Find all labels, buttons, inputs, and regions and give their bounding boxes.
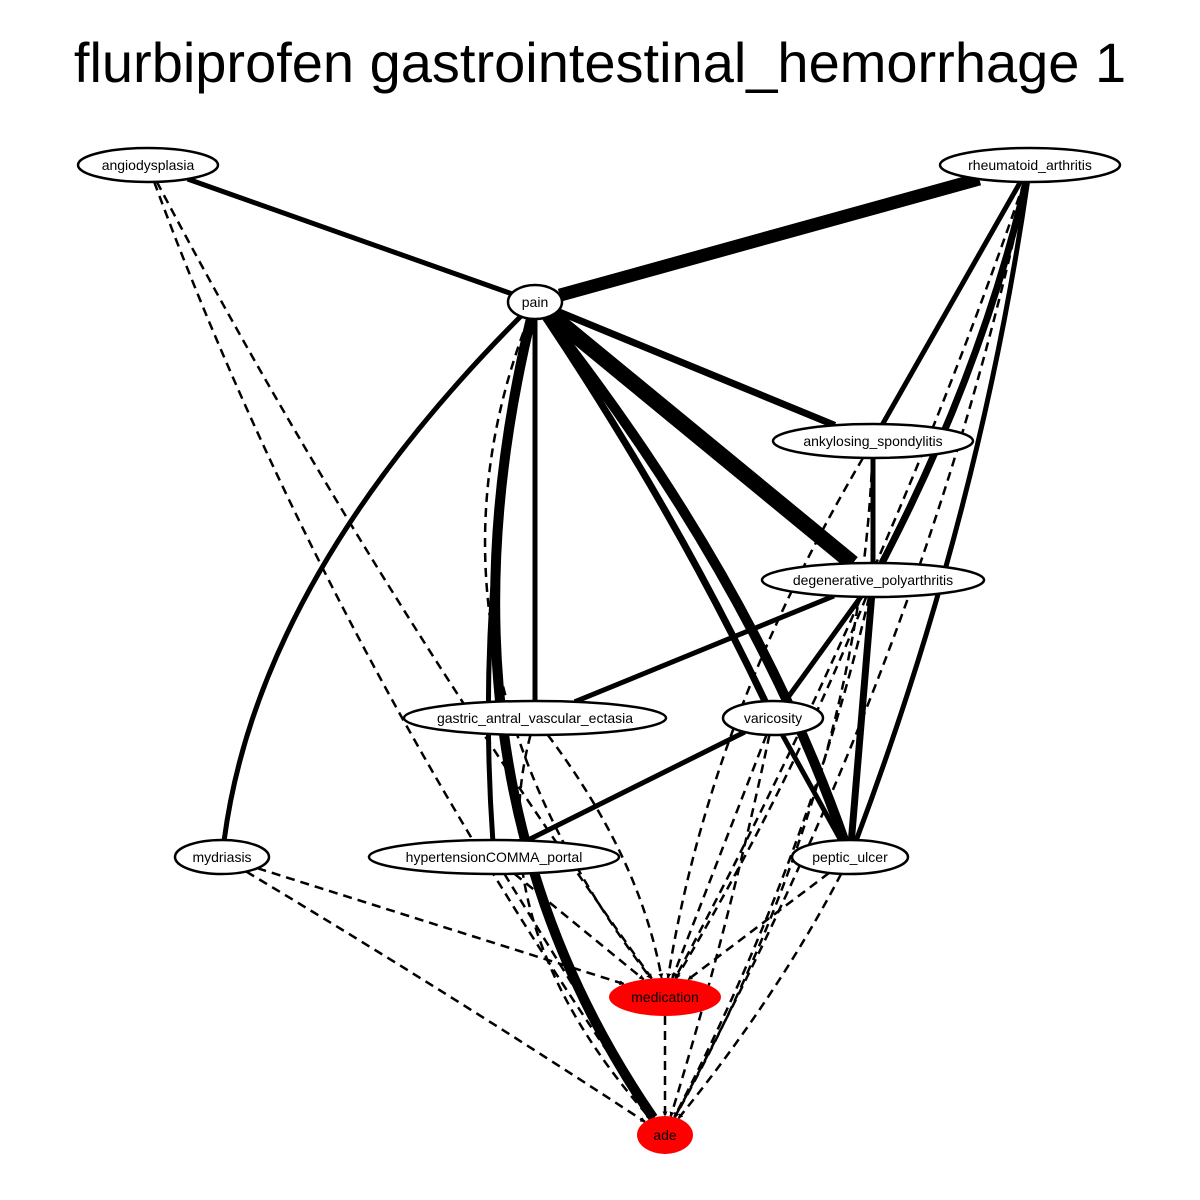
edge-pain-to-varicosity xyxy=(542,315,769,703)
edge-pain-to-peptic_ulcer xyxy=(542,314,849,842)
edge-varicosity-to-peptic_ulcer xyxy=(780,733,843,842)
node-degenerative_polyarthritis: degenerative_polyarthritis xyxy=(760,561,986,599)
edge-rheumatoid_arthritis-to-ankylosing_spondylitis xyxy=(880,180,1023,426)
edge-varicosity-to-hypertensionCOMMA_portal xyxy=(525,729,746,843)
edge-degenerative_polyarthritis-to-ade xyxy=(673,596,871,1118)
edge-rheumatoid_arthritis-to-pain xyxy=(557,172,982,302)
edge-pain-to-degenerative_polyarthritis xyxy=(546,309,858,570)
node-ellipse xyxy=(76,146,220,184)
edge-degenerative_polyarthritis-to-varicosity xyxy=(782,595,863,703)
graph-title: flurbiprofen gastrointestinal_hemorrhage… xyxy=(74,31,1126,94)
node-ellipse xyxy=(771,422,975,460)
node-label: degenerative_polyarthritis xyxy=(793,572,953,588)
node-ellipse xyxy=(938,146,1122,184)
node-ellipse xyxy=(609,978,721,1016)
node-varicosity: varicosity xyxy=(721,699,825,737)
edge-gastric_antral_vascular_ectasia-to-medication xyxy=(546,734,664,979)
node-ellipse xyxy=(760,561,986,599)
edge-gastric_antral_vascular_ectasia-to-ade xyxy=(517,734,652,1120)
edge-rheumatoid_arthritis-to-peptic_ulcer xyxy=(853,181,1030,841)
edge-peptic_ulcer-to-ade xyxy=(677,873,843,1120)
edge-pain-to-ankylosing_spondylitis xyxy=(556,308,837,429)
node-medication: medication xyxy=(609,978,721,1016)
node-label: ankylosing_spondylitis xyxy=(803,433,942,449)
node-label: varicosity xyxy=(744,710,802,726)
edge-degenerative_polyarthritis-to-medication xyxy=(675,596,868,980)
edge-mydriasis-to-medication xyxy=(257,867,625,986)
edge-peptic_ulcer-to-medication xyxy=(687,871,830,981)
node-mydriasis: mydriasis xyxy=(173,838,271,876)
node-rheumatoid_arthritis: rheumatoid_arthritis xyxy=(938,146,1122,184)
node-gastric_antral_vascular_ectasia: gastric_antral_vascular_ectasia xyxy=(402,699,668,737)
node-hypertensionCOMMA_portal: hypertensionCOMMA_portal xyxy=(367,838,621,876)
node-ellipse xyxy=(790,838,910,876)
edges-layer xyxy=(153,172,1030,1123)
edge-varicosity-to-medication xyxy=(671,734,768,979)
node-ellipse xyxy=(637,1116,693,1154)
node-ankylosing_spondylitis: ankylosing_spondylitis xyxy=(771,422,975,460)
node-ellipse xyxy=(721,699,825,737)
node-ellipse xyxy=(367,838,621,876)
node-label: gastric_antral_vascular_ectasia xyxy=(437,710,633,726)
edge-rheumatoid_arthritis-to-degenerative_polyarthritis xyxy=(878,181,1030,565)
node-angiodysplasia: angiodysplasia xyxy=(76,146,220,184)
node-label: pain xyxy=(522,294,548,310)
node-ellipse xyxy=(402,699,668,737)
edge-angiodysplasia-to-ade xyxy=(153,181,655,1119)
node-peptic_ulcer: peptic_ulcer xyxy=(790,838,910,876)
node-ellipse xyxy=(173,838,271,876)
node-pain: pain xyxy=(506,283,564,321)
edge-rheumatoid_arthritis-to-ade xyxy=(673,181,1028,1118)
node-label: peptic_ulcer xyxy=(812,849,888,865)
node-label: rheumatoid_arthritis xyxy=(968,157,1092,173)
node-label: medication xyxy=(631,989,699,1005)
node-label: hypertensionCOMMA_portal xyxy=(406,849,583,865)
node-ellipse xyxy=(506,283,564,321)
node-label: angiodysplasia xyxy=(102,157,195,173)
edge-mydriasis-to-ade xyxy=(245,870,646,1123)
edge-hypertensionCOMMA_portal-to-medication xyxy=(513,872,645,981)
edge-angiodysplasia-to-pain xyxy=(186,176,513,297)
node-ade: ade xyxy=(637,1116,693,1154)
edge-varicosity-to-ade xyxy=(669,734,771,1117)
edge-hypertensionCOMMA_portal-to-ade xyxy=(503,873,656,1119)
node-label: mydriasis xyxy=(192,849,251,865)
edge-pain-to-medication xyxy=(483,318,652,980)
edge-pain-to-mydriasis xyxy=(221,314,523,841)
node-label: ade xyxy=(653,1127,677,1143)
edge-degenerative_polyarthritis-to-gastric_antral_vascular_ectasia xyxy=(573,593,835,705)
